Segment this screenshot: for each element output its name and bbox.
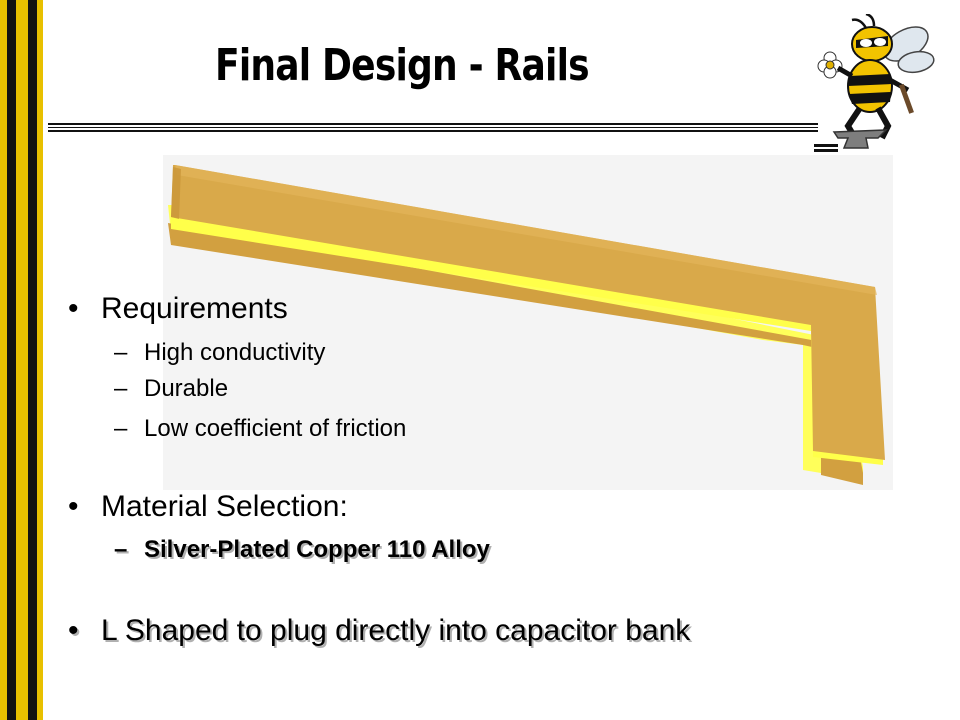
- sub-bullet-dash: –: [114, 536, 128, 563]
- rail-illustration: [163, 155, 893, 490]
- bullet-text: L Shaped to plug directly into capacitor…: [101, 614, 691, 647]
- bullet-text: Material Selection:: [101, 490, 348, 523]
- sub-bullet-text: Low coefficient of friction: [144, 415, 407, 442]
- bullet-dot: •: [68, 614, 79, 647]
- sub-bullet-dash: –: [114, 339, 128, 366]
- sub-bullet-item: –Silver-Plated Copper 110 Alloy: [114, 536, 490, 564]
- bullet-item: • Material Selection:: [68, 490, 348, 524]
- left-stripe-black: [7, 0, 16, 720]
- bullet-dot: •: [68, 490, 79, 523]
- left-stripe-gold: [37, 0, 43, 720]
- bullet-list: •Requirements –High conductivity –Durabl…: [68, 0, 928, 720]
- bullet-item: • L Shaped to plug directly into capacito…: [68, 614, 690, 648]
- title-divider: [48, 127, 818, 128]
- sub-bullet-item: –High conductivity: [114, 339, 325, 367]
- bullet-text: Requirements: [101, 292, 288, 325]
- yellow-jacket-mascot-icon: [814, 14, 935, 152]
- bullet-item: • Requirements: [68, 292, 288, 326]
- sub-bullet-item: –Durable: [114, 375, 228, 403]
- sub-bullet-dash: –: [114, 415, 128, 442]
- sub-bullet-text: Durable: [144, 375, 229, 402]
- title-divider: [48, 123, 818, 125]
- rail-gold-edge: [168, 223, 863, 485]
- rail-yellow-layer: [171, 213, 883, 465]
- rail-top-face: [171, 165, 885, 460]
- bullet-dot: •: [68, 292, 79, 325]
- left-stripe-black: [28, 0, 37, 720]
- sub-bullet-item: –Low coefficient of friction: [114, 415, 406, 443]
- slide-title: Final Design - Rails: [215, 40, 590, 91]
- sub-bullet-text: High conductivity: [144, 339, 326, 366]
- title-divider: [48, 130, 818, 132]
- left-stripe-gold: [0, 0, 7, 720]
- sub-bullet-text: Silver-Plated Copper 110 Alloy: [144, 536, 490, 563]
- sub-bullet-dash: –: [114, 375, 128, 402]
- left-stripe-gold: [16, 0, 28, 720]
